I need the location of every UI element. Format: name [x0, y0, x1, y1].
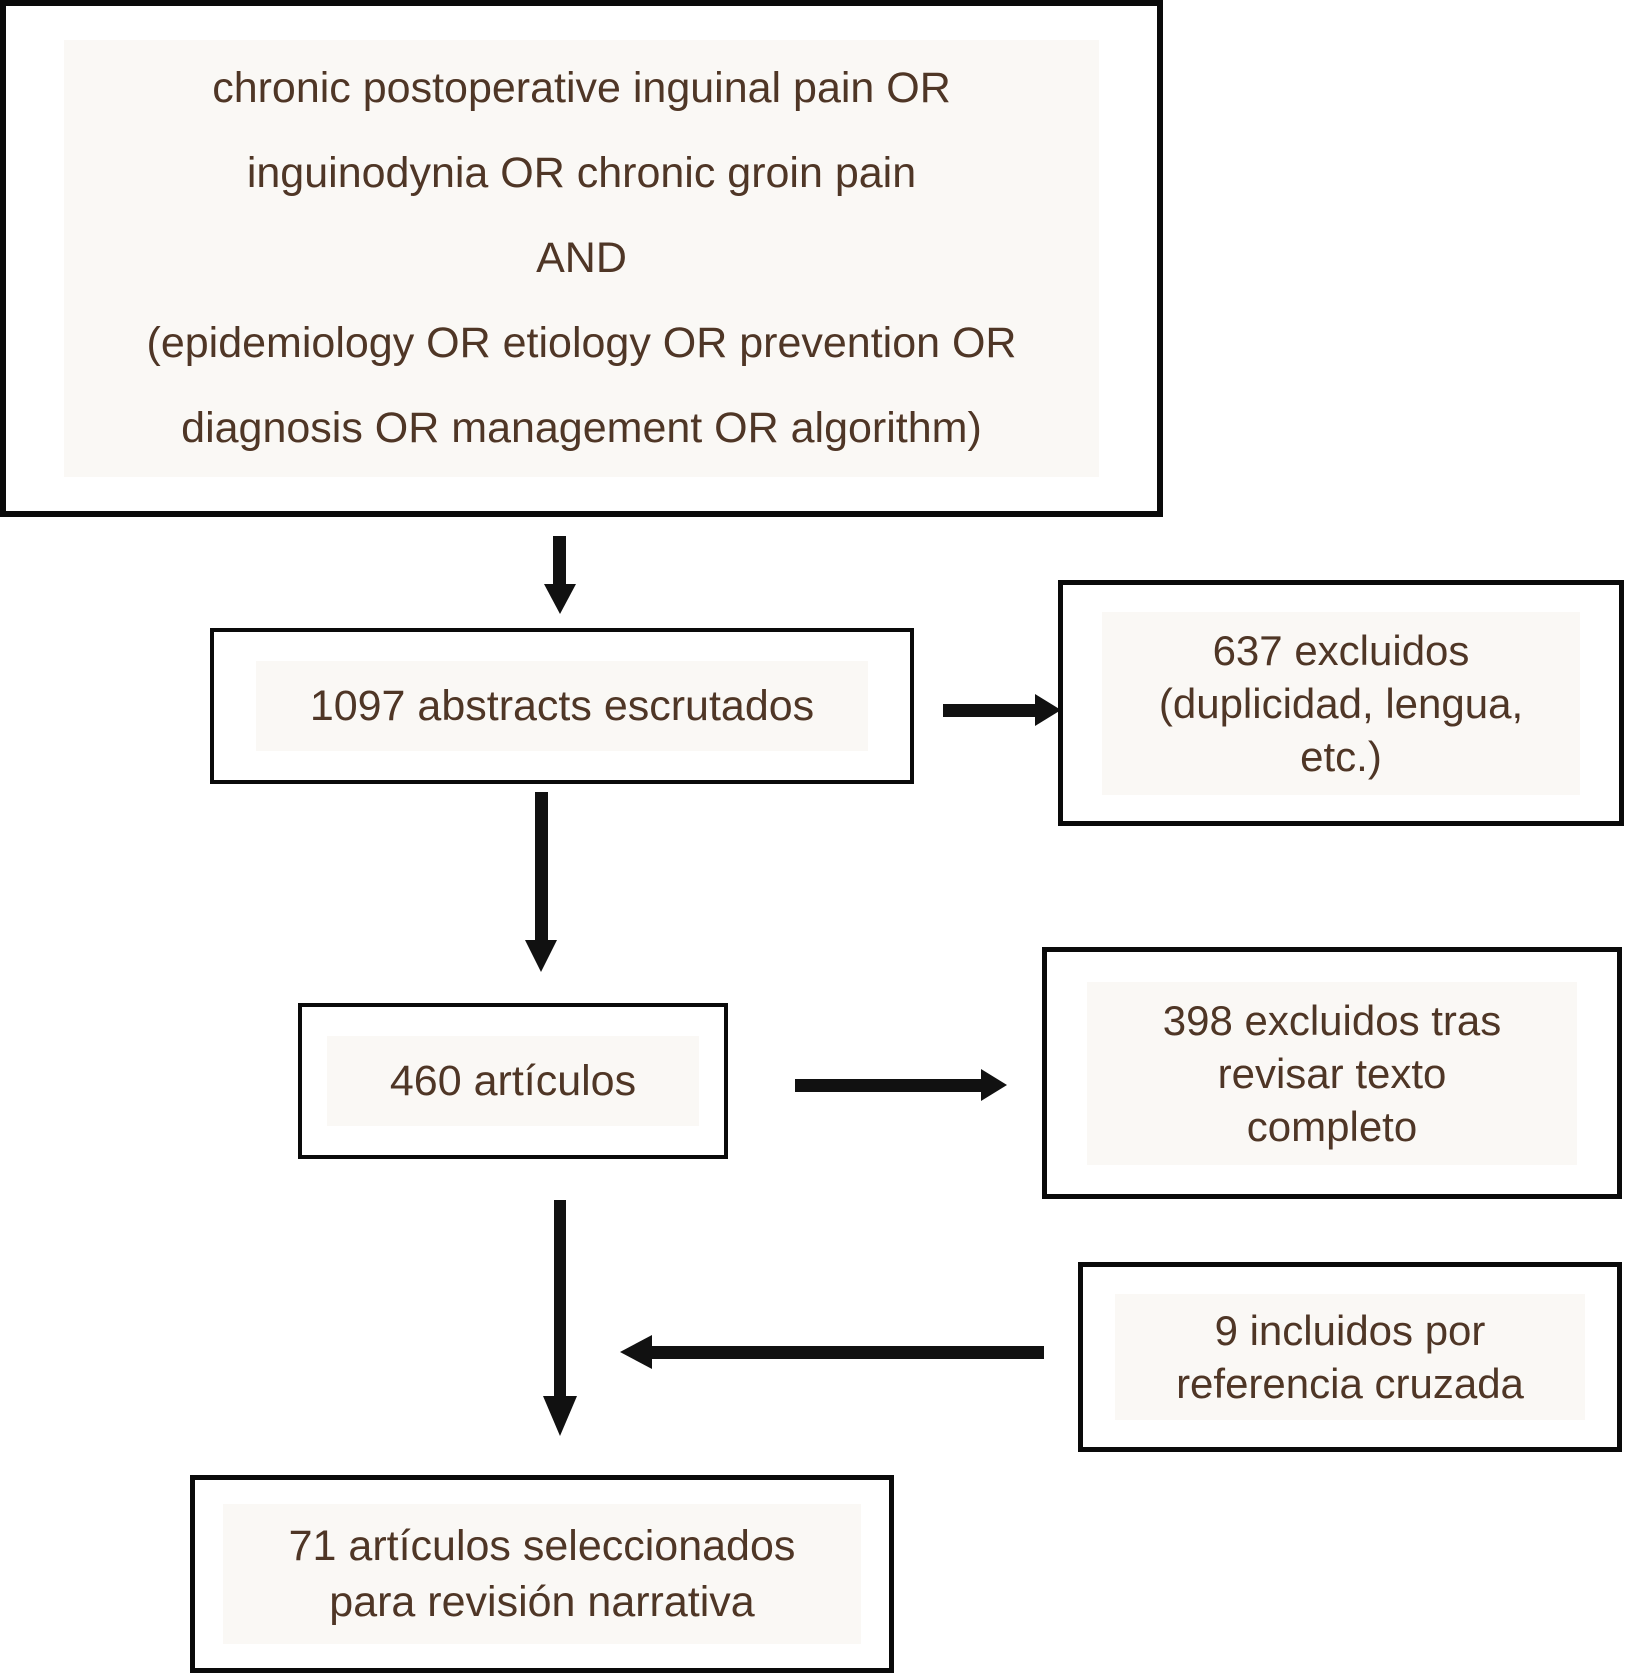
- query-line-5: diagnosis OR management OR algorithm): [181, 404, 982, 452]
- query-line-1: chronic postoperative inguinal pain OR: [212, 64, 951, 112]
- fulltext-excluded-398-box: 398 excluidos tras revisar texto complet…: [1042, 947, 1622, 1199]
- query-line-3: AND: [536, 234, 627, 282]
- search-query-text: chronic postoperative inguinal pain OR i…: [63, 40, 1100, 477]
- arrow-right-screened-to-excluded-head: [1035, 694, 1061, 726]
- arrow-down-articles-to-selected-head: [543, 1396, 577, 1436]
- query-line-2: inguinodynia OR chronic groin pain: [246, 149, 917, 197]
- excluded-637-line-3: etc.): [1300, 732, 1382, 780]
- arrow-down-query-to-screened-head: [544, 584, 576, 614]
- excluded-637-text: 637 excluidos (duplicidad, lengua, etc.): [1101, 611, 1581, 795]
- arrow-down-articles-to-selected-shaft: [554, 1200, 566, 1396]
- arrow-down-query-to-screened-shaft: [553, 536, 566, 584]
- arrow-right-screened-to-excluded-shaft: [943, 704, 1035, 717]
- search-query-box: chronic postoperative inguinal pain OR i…: [0, 0, 1163, 517]
- arrow-left-crossref-to-flow-shaft: [652, 1346, 1044, 1359]
- arrow-down-screened-to-articles-shaft: [535, 792, 548, 940]
- excluded-637-line-1: 637 excluidos: [1212, 626, 1470, 674]
- selected-71-line-1: 71 artículos seleccionados: [288, 1522, 796, 1570]
- abstracts-screened-box: 1097 abstracts escrutados: [210, 628, 914, 784]
- articles-460-box: 460 artículos: [298, 1003, 728, 1159]
- excluded-637-line-2: (duplicidad, lengua,: [1158, 679, 1524, 727]
- abstracts-screened-label: 1097 abstracts escrutados: [255, 661, 869, 751]
- articles-460-label: 460 artículos: [327, 1036, 699, 1126]
- excluded-637-box: 637 excluidos (duplicidad, lengua, etc.): [1058, 580, 1624, 826]
- fulltext-excluded-line-3: completo: [1246, 1102, 1418, 1150]
- crossref-included-line-1: 9 incluidos por: [1214, 1307, 1486, 1354]
- crossref-included-9-text: 9 incluidos por referencia cruzada: [1115, 1294, 1585, 1420]
- selected-71-box: 71 artículos seleccionados para revisión…: [190, 1475, 894, 1673]
- selected-71-text: 71 artículos seleccionados para revisión…: [222, 1504, 862, 1644]
- arrow-down-screened-to-articles-head: [525, 940, 557, 972]
- crossref-included-9-box: 9 incluidos por referencia cruzada: [1078, 1262, 1622, 1452]
- fulltext-excluded-line-2: revisar texto: [1217, 1049, 1447, 1097]
- arrow-right-articles-to-fulltext-excluded-shaft: [795, 1079, 981, 1092]
- query-line-4: (epidemiology OR etiology OR prevention …: [146, 319, 1017, 367]
- fulltext-excluded-line-1: 398 excluidos tras: [1162, 996, 1502, 1044]
- arrow-right-articles-to-fulltext-excluded-head: [981, 1069, 1007, 1101]
- arrow-left-crossref-to-flow-head: [620, 1335, 652, 1369]
- selected-71-line-2: para revisión narrativa: [329, 1578, 755, 1626]
- crossref-included-line-2: referencia cruzada: [1176, 1360, 1524, 1407]
- fulltext-excluded-398-text: 398 excluidos tras revisar texto complet…: [1086, 981, 1578, 1165]
